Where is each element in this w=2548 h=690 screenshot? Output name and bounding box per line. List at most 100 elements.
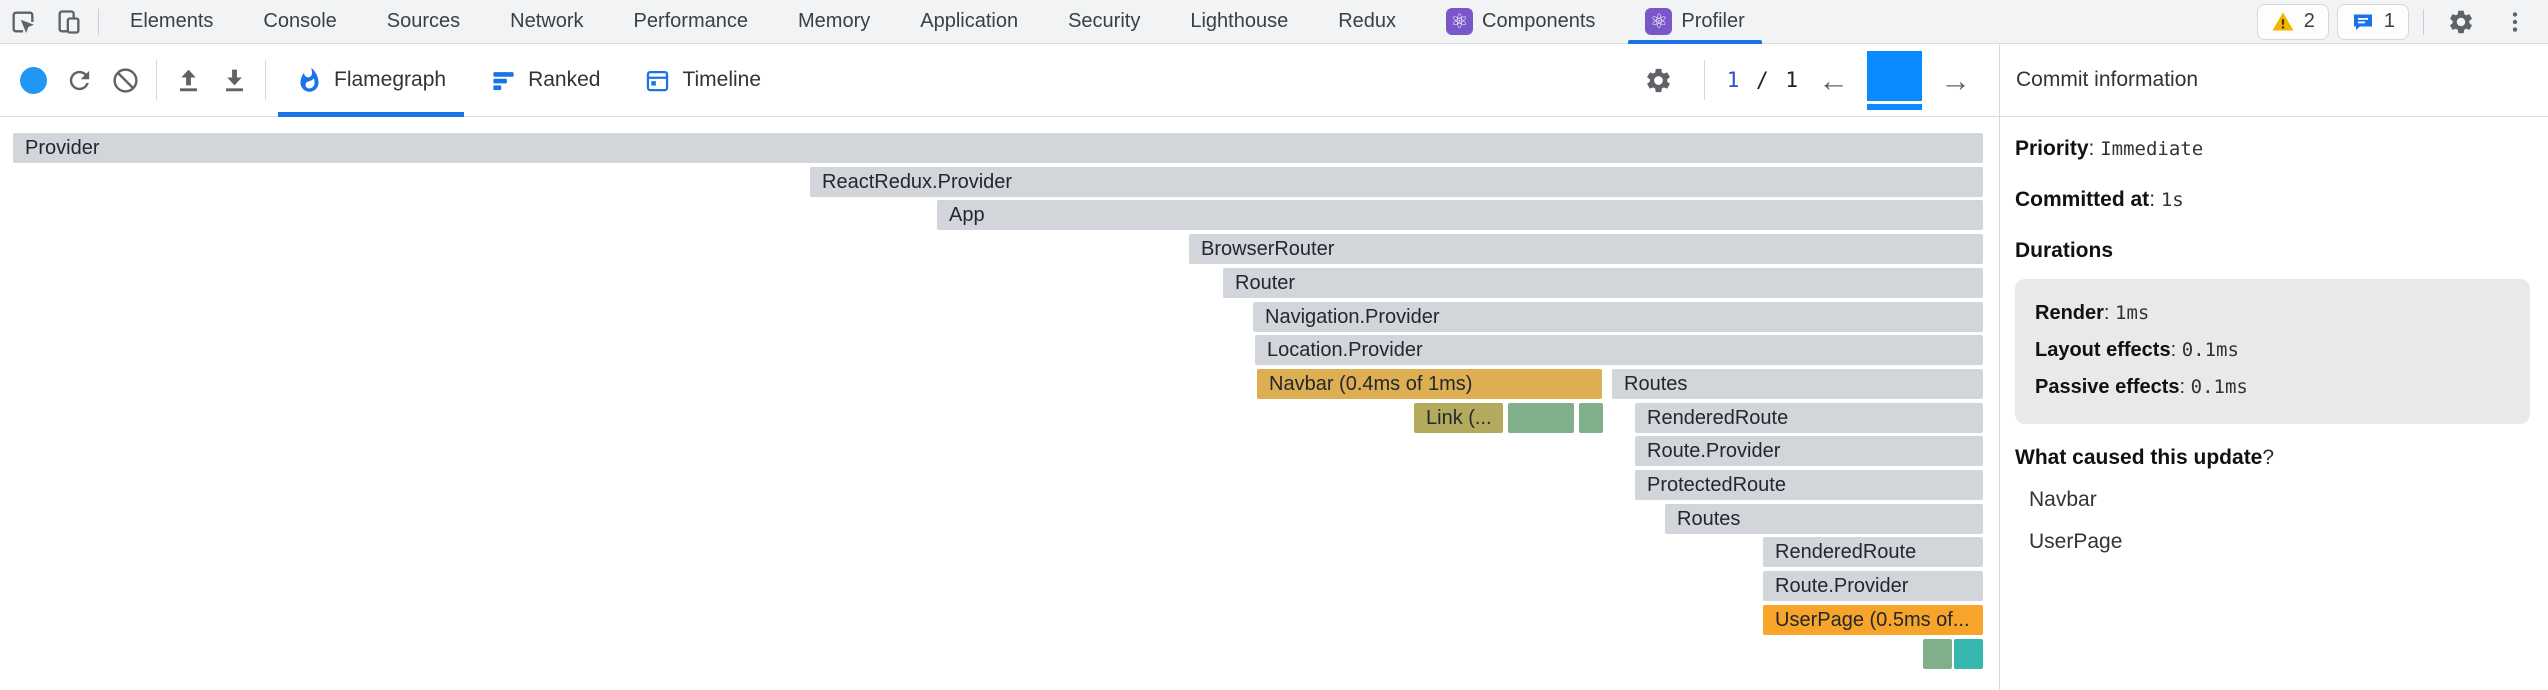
flame-bar-location-provider[interactable]: Location.Provider	[1255, 335, 1983, 365]
tab-sources[interactable]: Sources	[362, 0, 485, 44]
tab-elements[interactable]: Elements	[105, 0, 238, 44]
flame-bar-navigation-provider[interactable]: Navigation.Provider	[1253, 302, 1983, 332]
tab-profiler[interactable]: ⚛ Profiler	[1620, 0, 1769, 44]
flame-bar-teal[interactable]	[1954, 639, 1983, 669]
tab-label: Profiler	[1681, 10, 1745, 32]
tab-components[interactable]: ⚛ Components	[1421, 0, 1620, 44]
flame-bar-route-provider[interactable]: Route.Provider	[1763, 571, 1983, 601]
record-button[interactable]	[10, 55, 56, 105]
commit-field-committed-at: Committed at: 1s	[2015, 188, 2184, 211]
commit-separator: /	[1756, 68, 1771, 92]
view-tab-label: Ranked	[528, 68, 601, 91]
field-label: Committed at	[2015, 188, 2150, 211]
flame-bar-protectedroute[interactable]: ProtectedRoute	[1635, 470, 1983, 500]
profiler-view-tabs: Flamegraph Ranked Timeline	[274, 44, 783, 117]
commit-index: 1	[1726, 68, 1742, 92]
tab-security[interactable]: Security	[1043, 0, 1165, 44]
device-toolbar-icon[interactable]	[46, 0, 92, 44]
flame-bar-renderedroute[interactable]: RenderedRoute	[1763, 537, 1983, 567]
commit-selector[interactable]	[1867, 50, 1922, 110]
profiler-toolbar: Flamegraph Ranked Timeline 1 / 1 ← →	[0, 44, 1999, 117]
tab-lighthouse[interactable]: Lighthouse	[1165, 0, 1313, 44]
tab-memory[interactable]: Memory	[773, 0, 895, 44]
flame-bar-provider[interactable]: Provider	[13, 133, 1983, 163]
field-label: Priority	[2015, 137, 2089, 160]
flame-bar-router[interactable]: Router	[1223, 268, 1983, 298]
tabbar-separator	[2423, 8, 2424, 35]
flame-bar-routes[interactable]: Routes	[1665, 504, 1983, 534]
view-tab-timeline[interactable]: Timeline	[622, 44, 783, 117]
settings-gear-icon[interactable]	[2438, 0, 2484, 44]
load-profile-icon[interactable]	[165, 55, 211, 105]
selected-commit-bar	[1867, 50, 1922, 101]
warning-triangle-icon	[2272, 12, 2294, 30]
save-profile-icon[interactable]	[211, 55, 257, 105]
react-atom-icon: ⚛	[1446, 8, 1474, 35]
flame-bar-routes[interactable]: Routes	[1612, 369, 1983, 399]
flame-bar-green[interactable]	[1579, 403, 1603, 433]
duration-value: 1ms	[2115, 302, 2150, 324]
flame-bar-reactredux-provider[interactable]: ReactRedux.Provider	[810, 167, 1983, 197]
react-atom-icon: ⚛	[1645, 8, 1673, 35]
flame-icon	[296, 67, 323, 94]
flame-bar-green[interactable]	[1923, 639, 1952, 669]
profiler-settings-gear-icon[interactable]	[1636, 55, 1682, 105]
prev-commit-arrow[interactable]: ←	[1818, 62, 1849, 98]
field-value: Immediate	[2100, 138, 2204, 160]
flame-bar-green[interactable]	[1508, 403, 1574, 433]
toolbar-right-controls: 1 / 1 ← →	[1636, 50, 1989, 110]
tab-console[interactable]: Console	[238, 0, 361, 44]
flame-bar-app[interactable]: App	[937, 200, 1983, 230]
duration-row-layout-effects: Layout effects: 0.1ms	[2035, 339, 2239, 361]
flame-bar-link[interactable]: Link (...	[1414, 403, 1503, 433]
caused-item-navbar: Navbar	[2029, 488, 2097, 511]
tab-label: Memory	[798, 10, 871, 32]
tab-label: Network	[510, 10, 584, 32]
view-tab-ranked[interactable]: Ranked	[468, 44, 622, 117]
flame-bar-userpage-0-5ms-of[interactable]: UserPage (0.5ms of...	[1763, 605, 1983, 635]
flame-bar-renderedroute[interactable]: RenderedRoute	[1635, 403, 1983, 433]
tabbar-separator	[98, 8, 99, 35]
next-commit-arrow[interactable]: →	[1940, 62, 1971, 98]
tab-application[interactable]: Application	[895, 0, 1043, 44]
tab-redux[interactable]: Redux	[1313, 0, 1421, 44]
view-tab-label: Timeline	[682, 68, 762, 91]
duration-value: 0.1ms	[2190, 376, 2248, 398]
flame-bar-browserrouter[interactable]: BrowserRouter	[1189, 234, 1983, 264]
flame-bar-navbar-0-4ms-of-1ms[interactable]: Navbar (0.4ms of 1ms)	[1257, 369, 1602, 399]
duration-label: Layout effects	[2035, 339, 2171, 361]
reload-icon[interactable]	[56, 55, 102, 105]
tabbar-right-controls: 2 1	[2256, 0, 2548, 44]
duration-label: Passive effects	[2035, 376, 2180, 398]
more-menu-icon[interactable]	[2492, 0, 2538, 44]
flame-bar-route-provider[interactable]: Route.Provider	[1635, 436, 1983, 466]
record-dot-icon	[19, 66, 47, 94]
view-tab-label: Flamegraph	[334, 68, 447, 91]
duration-label: Render	[2035, 302, 2104, 324]
tab-label: Application	[920, 10, 1019, 32]
view-tab-flamegraph[interactable]: Flamegraph	[274, 44, 468, 117]
tab-performance[interactable]: Performance	[609, 0, 774, 44]
tab-label: Components	[1482, 10, 1596, 32]
commit-strip	[1867, 103, 1922, 110]
warning-badge[interactable]: 2	[2256, 3, 2329, 40]
ranked-icon	[490, 67, 517, 94]
caused-title: What caused this update?	[2015, 446, 2275, 469]
inspect-icon[interactable]	[0, 0, 46, 44]
issues-bubble-icon	[2353, 14, 2372, 30]
tab-label: Sources	[386, 10, 461, 32]
issues-badge[interactable]: 1	[2336, 3, 2409, 40]
clear-icon[interactable]	[102, 55, 148, 105]
field-value: 1s	[2160, 189, 2184, 211]
tab-network[interactable]: Network	[485, 0, 608, 44]
timeline-icon	[644, 67, 671, 94]
